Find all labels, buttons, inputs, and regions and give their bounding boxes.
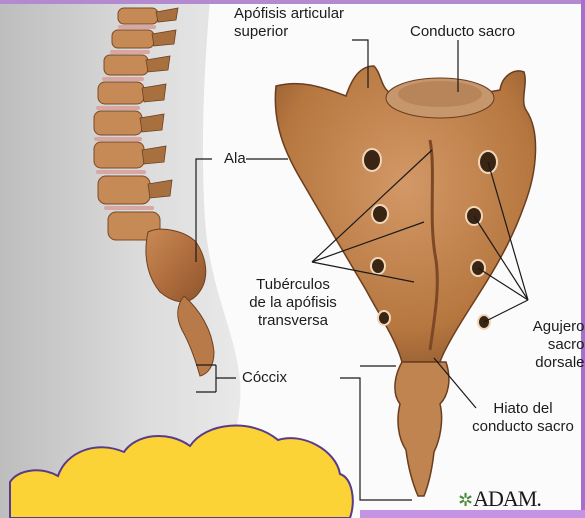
label-hiato-line2: conducto sacro <box>464 418 582 436</box>
label-apofisis-articular: Apófisis articular superior <box>234 5 344 41</box>
label-agujeros-line2: sacros <box>512 336 585 354</box>
adam-logo-text: ADAM. <box>473 486 541 511</box>
label-tuberculos-line1: Tubérculos <box>238 276 348 294</box>
coccyx-shape <box>395 362 449 496</box>
adam-star-icon: ✲ <box>458 490 472 510</box>
label-tuberculos: Tubérculos de la apófisis transversa <box>238 276 348 330</box>
right-border <box>581 0 585 518</box>
label-tuberculos-line2: de la apófisis <box>238 294 348 312</box>
label-apofisis-line1: Apófisis articular <box>234 5 344 23</box>
label-apofisis-line2: superior <box>234 23 344 41</box>
label-coccix: Cóccix <box>242 369 287 387</box>
label-agujeros-line3: dorsales <box>512 354 585 372</box>
adam-logo: ✲ADAM. <box>458 486 541 512</box>
label-tuberculos-line3: transversa <box>238 312 348 330</box>
label-conducto-sacro: Conducto sacro <box>410 23 515 41</box>
label-hiato-line1: Hiato del <box>464 400 582 418</box>
label-ala: Ala <box>224 150 246 168</box>
label-hiato: Hiato del conducto sacro <box>464 400 582 436</box>
top-border <box>0 0 585 4</box>
